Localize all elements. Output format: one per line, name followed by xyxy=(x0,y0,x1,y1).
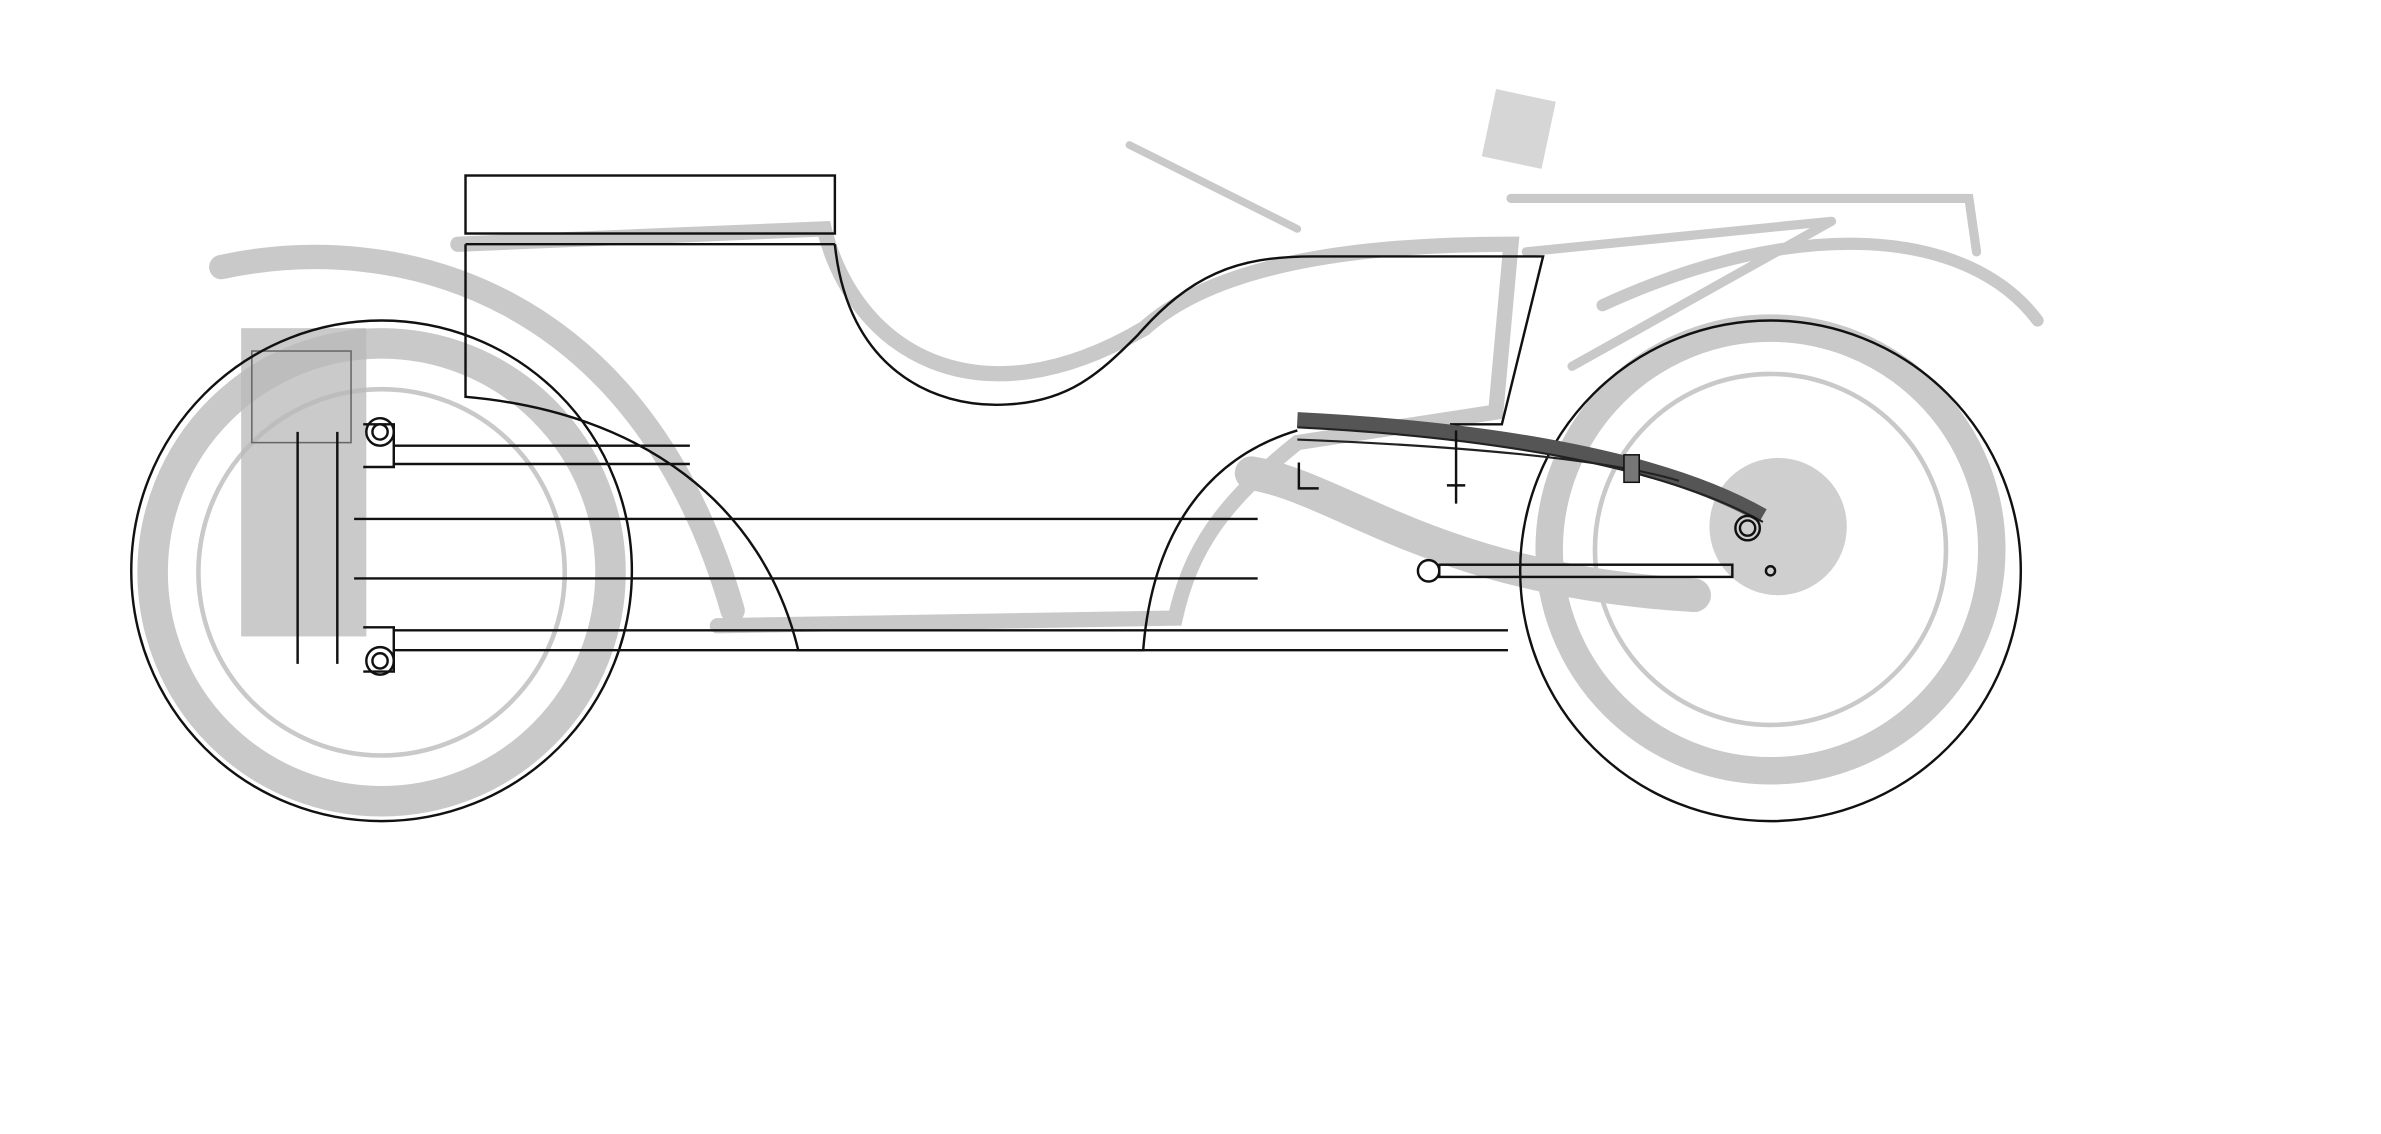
torque-rod xyxy=(1438,563,1734,579)
ghost-seat-back xyxy=(1481,89,1556,169)
front-wheel-outline xyxy=(130,319,634,823)
rear-wheel-outline xyxy=(1518,319,2023,823)
ghost-body-underside xyxy=(1234,456,1711,613)
ghost-body xyxy=(450,221,1520,634)
ghost-front-wheel xyxy=(137,328,626,817)
ghost-rear-hub xyxy=(1709,457,1847,596)
lower-mount-bracket xyxy=(363,626,396,676)
engine-image xyxy=(241,328,367,637)
engine-cylinder xyxy=(251,350,352,444)
background-vehicle-sketch xyxy=(137,89,2044,817)
chassis-line-drawing xyxy=(130,174,2023,823)
ghost-front-mudguard xyxy=(209,244,745,623)
spring-hanger-mid xyxy=(1446,430,1466,504)
leaf-spring xyxy=(1296,412,1767,523)
leaf-spring-lines xyxy=(1297,426,1764,523)
ghost-rear-mudguard xyxy=(1596,237,2044,327)
upper-mount-bracket xyxy=(363,416,396,469)
ghost-rear-wheel xyxy=(1535,314,2006,785)
ghost-rear-wheel-rim xyxy=(1592,371,1949,728)
ghost-steering-rod xyxy=(1125,141,1302,233)
spring-eye xyxy=(1734,514,1762,542)
ghost-rear-rack xyxy=(1506,193,1982,371)
rear-axle-point xyxy=(1764,565,1777,577)
engine-block xyxy=(241,328,367,664)
torque-rod-end xyxy=(1416,558,1441,583)
spring-eye-inner xyxy=(1738,519,1757,537)
body-outline xyxy=(464,244,1545,652)
ghost-front-wheel-rim xyxy=(196,386,568,758)
cowl-top xyxy=(464,174,837,235)
spring-hanger-front xyxy=(1297,462,1319,490)
spring-clamp xyxy=(1623,454,1640,484)
